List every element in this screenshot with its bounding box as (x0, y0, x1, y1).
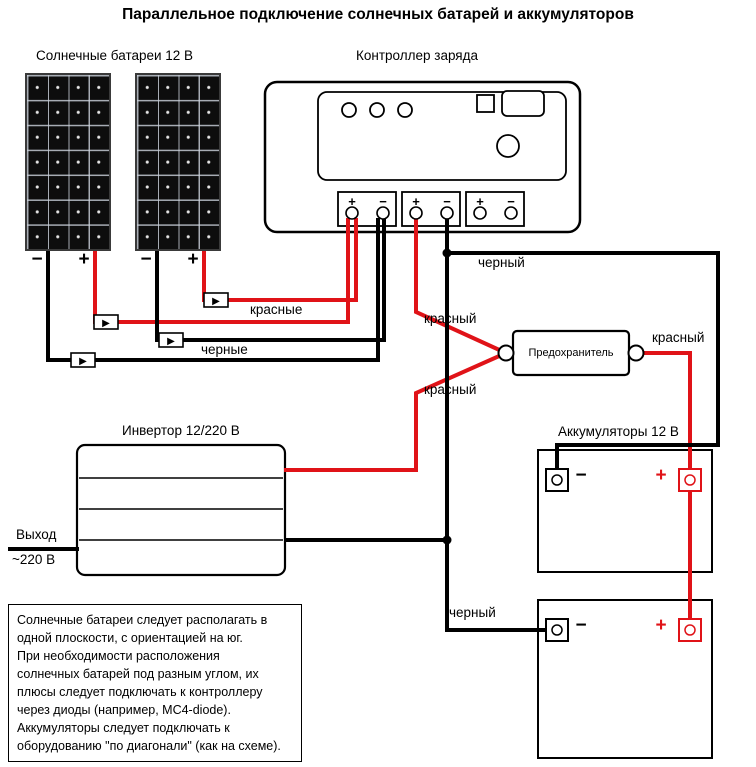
screw-terminal (345, 206, 359, 220)
controller-button (496, 134, 520, 158)
battery1-plus-screw (684, 474, 696, 486)
diode-icon: ▶ (93, 314, 119, 330)
diagram-title: Параллельное подключение солнечных батар… (122, 6, 634, 23)
battery2-plus-sign: + (655, 615, 667, 636)
panel2-plus-sign: + (187, 249, 199, 270)
fuse-terminal (627, 344, 645, 362)
output-label-line2: ~220 В (12, 552, 56, 567)
battery2-minus-sign: − (575, 615, 587, 636)
controller-sensor-icon (476, 94, 495, 113)
wire-label-black-bottom: черный (449, 605, 496, 620)
note-box: Солнечные батареи следует располагать в … (8, 604, 302, 762)
diodes: ▶ ▶ ▶ ▶ (70, 292, 229, 368)
wire-label-blacks: черные (201, 342, 248, 357)
batteries-label: Аккумуляторы 12 В (558, 424, 679, 439)
terminal-load-plus-sign: + (476, 194, 484, 209)
inverter-label: Инвертор 12/220 В (122, 423, 240, 438)
wire-label-black-top: черный (478, 255, 525, 270)
solar-panel-2 (135, 73, 221, 251)
wire-junction-dot (442, 248, 452, 258)
battery1-plus-sign: + (655, 465, 667, 486)
wire-label-red-upper: красный (424, 311, 477, 326)
wire-black-panel2-to-controller (155, 218, 386, 342)
battery1-minus-screw (551, 474, 563, 486)
wire-label-red-lower: красный (424, 382, 477, 397)
charge-controller-box (263, 80, 582, 234)
wire-red-fuse-to-batteries (636, 351, 692, 630)
wire-red-panel1-to-controller (93, 218, 350, 324)
screw-terminal (409, 206, 423, 220)
wire-label-red-right: красный (652, 330, 705, 345)
inverter-box (75, 443, 287, 577)
diode-arrow-icon: ▶ (167, 336, 175, 347)
battery2-plus-screw (684, 624, 696, 636)
wire-red-fuse-to-inverter (284, 351, 507, 472)
battery1-minus-sign: − (575, 465, 587, 486)
fuse-label: Предохранитель (528, 347, 614, 359)
panel2-minus-sign: − (140, 249, 152, 270)
terminal-solar-plus-sign: + (348, 194, 356, 209)
screw-terminal (473, 206, 487, 220)
terminal-load-minus-sign: − (507, 194, 515, 209)
wire-red-controller-to-fuse (414, 218, 507, 355)
terminal-solar-minus-sign: − (379, 194, 387, 209)
controller-display (501, 90, 545, 117)
screw-terminal (504, 206, 518, 220)
controller-label: Контроллер заряда (356, 48, 479, 63)
diode-arrow-icon: ▶ (212, 296, 220, 307)
diode-arrow-icon: ▶ (79, 356, 87, 367)
controller-screw-terminals (345, 206, 518, 220)
wire-black-controller-to-battery1 (447, 251, 720, 480)
battery2-minus-screw (551, 624, 563, 636)
solar-panels-label: Солнечные батареи 12 В (36, 48, 194, 63)
diode-icon: ▶ (158, 332, 184, 348)
red-wires (93, 218, 692, 630)
indicator-light-icon (397, 102, 413, 118)
panel1-plus-sign: + (78, 249, 90, 270)
solar-panel-1 (25, 73, 111, 251)
screw-terminal (440, 206, 454, 220)
indicator-light-icon (369, 102, 385, 118)
wire-red-panel2-to-controller (202, 218, 358, 302)
wire-label-reds: красные (250, 302, 303, 317)
diode-icon: ▶ (203, 292, 229, 308)
terminal-battery-minus-sign: − (443, 194, 451, 209)
wire-junction-dot (442, 535, 452, 545)
indicator-light-icon (341, 102, 357, 118)
fuse-terminal (497, 344, 515, 362)
battery-terminals (545, 468, 702, 642)
output-label-line1: Выход (16, 527, 57, 542)
wire-black-panel1-to-controller (46, 218, 380, 362)
diode-icon: ▶ (70, 352, 96, 368)
wire-black-controller-to-battery2 (445, 218, 557, 632)
fuse-box (497, 329, 645, 377)
black-wires (8, 218, 720, 632)
panel1-minus-sign: − (31, 249, 43, 270)
diode-arrow-icon: ▶ (102, 318, 110, 329)
screw-terminal (376, 206, 390, 220)
terminal-battery-plus-sign: + (412, 194, 420, 209)
